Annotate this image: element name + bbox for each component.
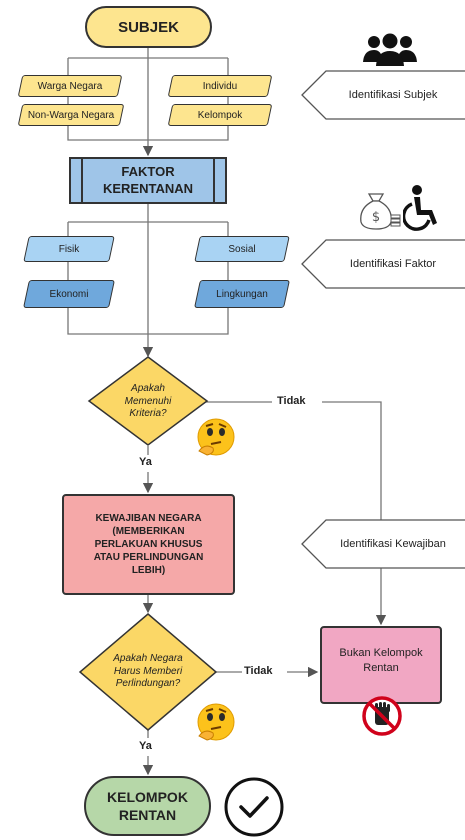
kelompok-rentan-terminal: KELOMPOK RENTAN bbox=[84, 776, 211, 836]
factor-label: Fisik bbox=[58, 243, 80, 255]
faktor-line-1: FAKTOR bbox=[121, 163, 175, 179]
question-protection: Apakah Negara Harus Memberi Perlindungan… bbox=[96, 643, 200, 701]
bukan-line: Rentan bbox=[363, 661, 399, 674]
side-arrow-kewajiban bbox=[301, 519, 465, 569]
decision-diamond-protection bbox=[78, 613, 218, 731]
identifikasi-kewajiban-label: Identifikasi Kewajiban bbox=[340, 538, 446, 550]
factor-fisik: Fisik bbox=[23, 236, 115, 262]
subject-kelompok: Kelompok bbox=[167, 104, 273, 126]
side-arrow-faktor bbox=[301, 239, 465, 289]
factor-ekonomi: Ekonomi bbox=[23, 280, 115, 308]
subject-label: Kelompok bbox=[197, 109, 243, 121]
question-criteria-line: Kriteria? bbox=[129, 408, 167, 420]
faktor-kerentanan-box: FAKTOR KERENTANAN bbox=[69, 157, 227, 204]
side-arrow-subjek bbox=[301, 70, 465, 120]
bukan-kelompok-rentan-box: Bukan Kelompok Rentan bbox=[320, 626, 442, 704]
question-criteria-line: Apakah bbox=[131, 383, 165, 395]
kewajiban-line: (MEMBERIKAN bbox=[112, 526, 185, 537]
kewajiban-line: KEWAJIBAN NEGARA bbox=[95, 513, 202, 524]
subject-label: Warga Negara bbox=[37, 80, 103, 92]
prohibited-hand-icon bbox=[362, 696, 402, 736]
factor-lingkungan: Lingkungan bbox=[194, 280, 290, 308]
subject-warga-negara: Warga Negara bbox=[17, 75, 123, 97]
subject-label: Non-Warga Negara bbox=[27, 109, 115, 121]
question-protection-line: Apakah Negara bbox=[113, 653, 183, 665]
wheelchair-icon bbox=[403, 185, 437, 231]
end-line: RENTAN bbox=[118, 807, 177, 823]
kewajiban-negara-box: KEWAJIBAN NEGARA (MEMBERIKAN PERLAKUAN K… bbox=[62, 494, 235, 595]
factor-label: Lingkungan bbox=[216, 288, 268, 300]
factor-label: Ekonomi bbox=[49, 288, 89, 300]
group-icon bbox=[363, 33, 417, 66]
subject-non-warga-negara: Non-Warga Negara bbox=[17, 104, 125, 126]
question-protection-line: Perlindungan? bbox=[115, 678, 181, 690]
money-bag-icon: $ bbox=[360, 193, 401, 230]
ya-label-1: Ya bbox=[139, 456, 152, 468]
identifikasi-faktor-label: Identifikasi Faktor bbox=[349, 258, 437, 270]
question-criteria-line: Memenuhi bbox=[124, 395, 172, 407]
faktor-line-2: KERENTANAN bbox=[102, 180, 194, 196]
identifikasi-subjek-label: Identifikasi Subjek bbox=[348, 89, 438, 101]
thinking-face-icon bbox=[197, 703, 235, 741]
kewajiban-line: PERLAKUAN KHUSUS bbox=[94, 539, 203, 550]
kewajiban-line: ATAU PERLINDUNGAN bbox=[93, 552, 204, 563]
tidak-label-2: Tidak bbox=[244, 665, 273, 677]
kewajiban-line: LEBIH) bbox=[131, 565, 166, 576]
factor-sosial: Sosial bbox=[194, 236, 290, 262]
factor-label: Sosial bbox=[228, 243, 256, 255]
checkmark-circle-icon bbox=[224, 777, 284, 837]
end-line: KELOMPOK bbox=[107, 788, 188, 805]
thinking-face-icon bbox=[197, 418, 235, 456]
decision-diamond-criteria bbox=[87, 356, 209, 446]
question-protection-line: Harus Memberi bbox=[113, 665, 183, 677]
subject-individu: Individu bbox=[167, 75, 273, 97]
tidak-label-1: Tidak bbox=[274, 395, 309, 407]
subjek-terminal: SUBJEK bbox=[85, 6, 212, 48]
ya-label-2: Ya bbox=[139, 740, 152, 752]
svg-text:$: $ bbox=[372, 210, 380, 225]
bukan-line: Bukan Kelompok bbox=[339, 647, 423, 659]
question-criteria: Apakah Memenuhi Kriteria? bbox=[104, 375, 192, 429]
subject-label: Individu bbox=[202, 80, 238, 92]
